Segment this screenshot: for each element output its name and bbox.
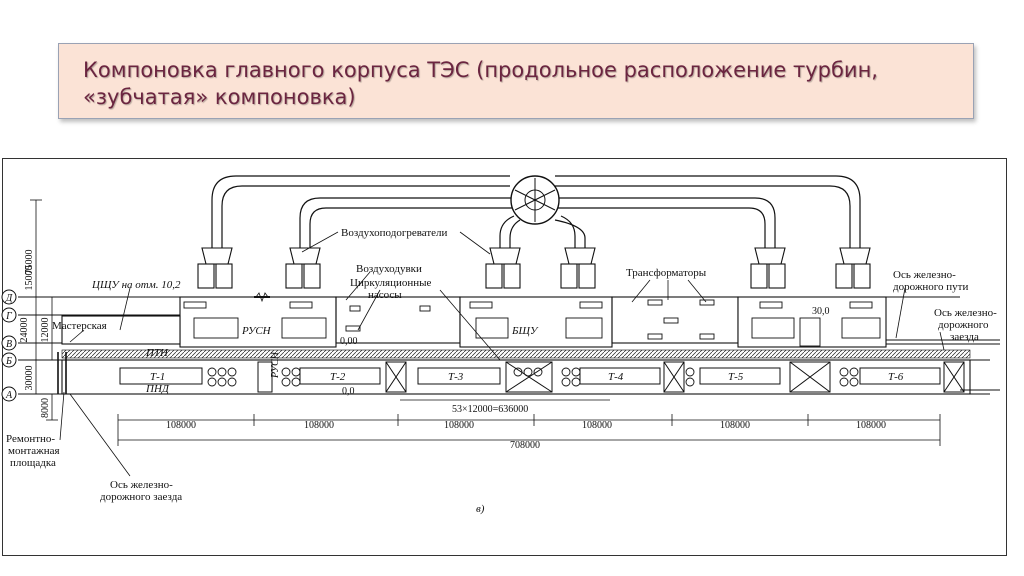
vertical-dimensions xyxy=(30,199,58,421)
label-cshchu: ЦЩУ на отм. 10,2 xyxy=(91,279,181,291)
label-circ-pumps-1: Циркуляционные xyxy=(350,277,432,289)
dim-seg-2: 108000 xyxy=(304,420,334,431)
label-transformers: Трансформаторы xyxy=(626,267,707,279)
svg-text:А: А xyxy=(5,390,13,401)
vertical-dim-labels: 75000 15000 24000 12000 30000 8000 xyxy=(19,250,51,419)
label-figure-letter: в) xyxy=(476,503,485,515)
axis-bubble-v: В xyxy=(1,335,17,351)
dim-8000: 8000 xyxy=(40,398,51,418)
dim-75000: 75000 xyxy=(24,250,35,275)
equipment-details xyxy=(183,292,881,347)
svg-text:Б: Б xyxy=(5,356,12,367)
label-ptn: ПТН xyxy=(145,347,169,359)
dim-seg-3: 108000 xyxy=(444,420,474,431)
flue-ducts xyxy=(211,175,861,248)
label-turbine-5: Т-5 xyxy=(728,371,744,383)
label-bshchu: БЩУ xyxy=(511,325,539,337)
label-workshop: Мастерская xyxy=(52,320,107,332)
label-turbine-1: Т-1 xyxy=(150,371,165,383)
dim-seg-6: 108000 xyxy=(856,420,886,431)
svg-text:В: В xyxy=(6,339,12,350)
callout-labels: Воздухоподогреватели Воздуходувки Циркул… xyxy=(6,227,997,515)
label-turbine-3: Т-3 xyxy=(448,371,464,383)
label-turbine-6: Т-6 xyxy=(888,371,904,383)
axis-bubbles: Д Г В Б А xyxy=(1,289,17,402)
elevation-00: 0,0 xyxy=(342,386,355,397)
building-blocks xyxy=(61,296,971,395)
air-heaters xyxy=(197,247,871,289)
label-rusn-1: РУСН xyxy=(241,325,272,337)
block-right xyxy=(737,296,887,348)
block-center xyxy=(459,296,613,348)
dim-30000: 30000 xyxy=(24,366,35,391)
turbine-labels: Т-1 Т-2 Т-3 Т-4 Т-5 Т-6 xyxy=(150,371,904,383)
label-repair-3: площадка xyxy=(10,457,56,469)
dim-12000: 12000 xyxy=(40,318,51,343)
air-heater-3 xyxy=(485,247,521,289)
elevation-300: 30,0 xyxy=(812,306,830,317)
floor-band xyxy=(61,349,971,359)
elevation-000: 0,00 xyxy=(340,336,358,347)
air-heater-6 xyxy=(835,247,871,289)
air-heater-2 xyxy=(285,247,321,289)
horizontal-dimensions xyxy=(117,399,941,446)
label-rusn-2: РУСН xyxy=(270,351,281,379)
dim-seg-4: 108000 xyxy=(582,420,612,431)
dim-24000: 24000 xyxy=(19,318,30,343)
air-heater-4 xyxy=(560,247,596,289)
label-repair-2: монтажная xyxy=(8,445,60,457)
label-rail-entry-left-2: дорожного заезда xyxy=(100,491,182,503)
label-rail-entry-right-3: заезда xyxy=(950,331,979,343)
room-labels: РУСН РУСН БЩУ ПТН ПНД xyxy=(145,325,539,395)
dim-total: 708000 xyxy=(510,440,540,451)
label-air-heaters: Воздухоподогреватели xyxy=(341,227,448,239)
label-repair-1: Ремонтно- xyxy=(6,433,55,445)
turbine-units xyxy=(119,361,965,393)
callout-leaders xyxy=(59,231,945,477)
block-left xyxy=(179,296,337,348)
elevation-labels: 0,00 0,0 30,0 xyxy=(340,306,830,397)
block-mid-right xyxy=(611,296,739,344)
air-heater-5 xyxy=(750,247,786,289)
title-box: Компоновка главного корпуса ТЭС (продоль… xyxy=(58,43,974,119)
label-rail-axis-right-1: Ось железно- xyxy=(893,269,956,281)
dim-seg-5: 108000 xyxy=(720,420,750,431)
turbine-hall xyxy=(61,359,971,395)
label-rail-entry-right-2: дорожного xyxy=(938,319,989,331)
label-pnd: ПНД xyxy=(145,383,170,395)
label-rail-entry-left-1: Ось железно- xyxy=(110,479,173,491)
dim-seg-1: 108000 xyxy=(166,420,196,431)
label-rail-entry-right-1: Ось железно- xyxy=(934,307,997,319)
label-rail-axis-right-2: дорожного пути xyxy=(893,281,968,293)
pump-circles xyxy=(207,367,859,387)
axis-bubble-b: Б xyxy=(1,352,17,368)
label-blowers: Воздуходувки xyxy=(356,263,422,275)
workshop-annex xyxy=(61,315,181,345)
svg-text:Г: Г xyxy=(5,311,12,322)
label-circ-pumps-2: насосы xyxy=(368,289,402,301)
svg-text:Д: Д xyxy=(5,293,13,304)
axis-bubble-d: Д xyxy=(1,289,17,305)
axis-bubble-g: Г xyxy=(1,307,17,323)
dim-15000: 15000 xyxy=(24,266,35,291)
air-heater-1 xyxy=(197,247,233,289)
axis-bubble-a: А xyxy=(1,386,17,402)
slide-title: Компоновка главного корпуса ТЭС (продоль… xyxy=(83,58,878,109)
stack-hub xyxy=(510,175,560,225)
label-turbine-4: Т-4 xyxy=(608,371,624,383)
label-turbine-2: Т-2 xyxy=(330,371,346,383)
horizontal-dim-labels: 53×12000=636000 108000 108000 108000 108… xyxy=(166,404,886,451)
dim-module: 53×12000=636000 xyxy=(452,404,528,415)
